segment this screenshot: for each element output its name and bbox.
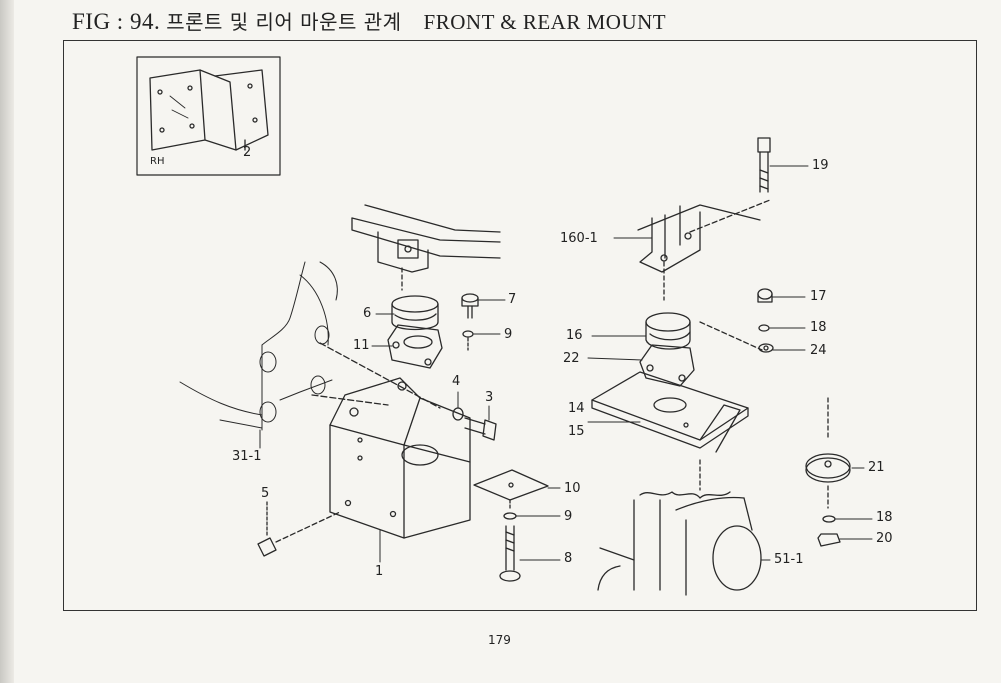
part-label-22: 22 <box>563 351 580 366</box>
part-label-6: 6 <box>363 306 372 321</box>
part-label-21: 21 <box>868 460 885 475</box>
rear-fasteners <box>699 288 774 353</box>
part-label-4: 4 <box>452 374 461 389</box>
part-label-3: 3 <box>485 390 494 405</box>
diagram-frame <box>63 40 977 611</box>
bolt-3 <box>452 407 497 441</box>
part-label-14: 14 <box>568 401 585 416</box>
part-label-1: 1 <box>375 564 384 579</box>
part-label-24: 24 <box>810 343 827 358</box>
plate-10-and-bolt-8 <box>473 469 549 582</box>
part-label-160-1: 160-1 <box>560 231 598 246</box>
part-label-31-1: 31-1 <box>232 449 262 464</box>
inset-part-2: 2 <box>243 145 252 160</box>
part-label-10: 10 <box>564 481 581 496</box>
rear-lower-rubber <box>805 397 851 547</box>
figure-title: FIG : 94.프론트 및 리어 마운트 관계 FRONT & REAR MOU… <box>72 6 666 35</box>
chassis-frame-upper <box>351 204 501 291</box>
part-label-16: 16 <box>566 328 583 343</box>
inset-rh-bracket <box>136 56 281 176</box>
part-label-15: 15 <box>568 424 585 439</box>
part-label-51-1: 51-1 <box>774 552 804 567</box>
part-label-20: 20 <box>876 531 893 546</box>
part-label-8: 8 <box>564 551 573 566</box>
part-label-18-lower: 18 <box>876 510 893 525</box>
part-label-11: 11 <box>353 338 370 353</box>
cap-5 <box>257 501 341 557</box>
page-number: 179 <box>488 633 511 647</box>
part-label-17: 17 <box>810 289 827 304</box>
part-label-19: 19 <box>812 158 829 173</box>
part-label-7: 7 <box>508 292 517 307</box>
engine-block <box>179 261 338 431</box>
mount-bracket <box>311 342 471 563</box>
figure-number: FIG : 94. <box>72 9 161 34</box>
part-label-18-upper: 18 <box>810 320 827 335</box>
inset-side-label: RH <box>150 156 165 167</box>
bolt-19 <box>757 137 771 193</box>
transmission-case <box>597 459 762 596</box>
title-english: FRONT & REAR MOUNT <box>423 10 667 34</box>
bolt-7 <box>461 293 479 351</box>
part-label-9-upper: 9 <box>504 327 513 342</box>
page-binding-edge <box>0 0 14 683</box>
front-mount-insulator <box>387 295 443 369</box>
part-label-9-lower: 9 <box>564 509 573 524</box>
rear-mount-insulator <box>639 312 695 387</box>
rear-bracket <box>637 199 771 301</box>
part-label-5: 5 <box>261 486 270 501</box>
title-korean: 프론트 및 리어 마운트 관계 <box>166 10 402 34</box>
rear-mount-plate <box>591 371 749 453</box>
leader-lines <box>259 165 873 561</box>
